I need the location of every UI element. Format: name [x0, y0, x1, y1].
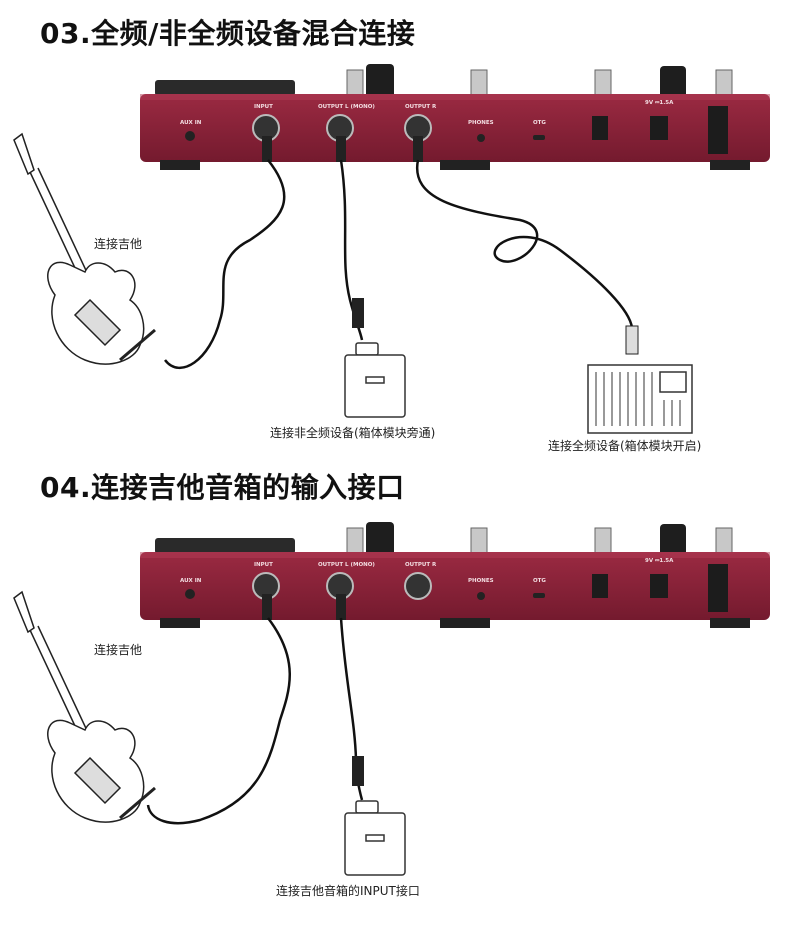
cables-section-1	[164, 136, 639, 370]
caption-amp-2: 连接吉他音箱的INPUT接口	[276, 883, 420, 898]
label-phones-2: PHONES	[468, 578, 494, 584]
section-heading-1: 03.全频/非全频设备混合连接	[40, 17, 416, 50]
port-power	[650, 116, 668, 140]
label-output-l-2: OUTPUT L (MONO)	[318, 562, 375, 568]
label-power: 9V ⎓1.5A	[645, 100, 674, 106]
device-screen-housing	[155, 80, 295, 96]
device-body	[140, 94, 770, 162]
label-output-r: OUTPUT R	[405, 104, 437, 110]
label-input-2: INPUT	[254, 562, 273, 568]
cables-section-2	[146, 594, 364, 825]
caption-guitar-1: 连接吉他	[94, 236, 142, 251]
label-output-l: OUTPUT L (MONO)	[318, 104, 375, 110]
section-heading-2: 04.连接吉他音箱的输入接口	[40, 471, 405, 504]
label-aux-in-2: AUX IN	[180, 578, 202, 584]
multi-effects-device: AUX IN INPUT OUTPUT L (MONO) OUTPUT R PH…	[140, 64, 770, 170]
diagram-section-1: AUX IN INPUT OUTPUT L (MONO) OUTPUT R PH…	[13, 64, 770, 453]
label-input: INPUT	[254, 104, 273, 110]
caption-mixer-1: 连接全频设备(箱体模块开启)	[548, 438, 701, 453]
port-otg	[533, 135, 545, 140]
footswitch-knobs-2	[346, 522, 733, 559]
amplifier-icon	[344, 342, 406, 418]
cable-guitar-to-input-2	[146, 617, 291, 825]
footswitch-knobs	[346, 64, 733, 101]
bracket-right	[708, 106, 728, 154]
label-aux-in: AUX IN	[180, 120, 202, 126]
jack-aux-in	[185, 131, 195, 141]
guitar-illustration	[13, 132, 156, 365]
cable-output-l-to-amp	[339, 159, 364, 341]
caption-amp-1: 连接非全频设备(箱体模块旁通)	[270, 425, 435, 440]
label-power-2: 9V ⎓1.5A	[645, 558, 674, 564]
label-otg-2: OTG	[533, 578, 546, 584]
mixer-icon	[587, 364, 693, 434]
diagram-section-2: AUX IN INPUT OUTPUT L (MONO) OUTPUT R PH…	[13, 522, 770, 898]
multi-effects-device-2: AUX IN INPUT OUTPUT L (MONO) OUTPUT R PH…	[140, 522, 770, 628]
label-output-r-2: OUTPUT R	[405, 562, 437, 568]
label-phones: PHONES	[468, 120, 494, 126]
amplifier-icon-2	[344, 800, 406, 876]
power-switch	[592, 116, 608, 140]
cable-output-r-to-mixer	[415, 159, 634, 329]
label-otg: OTG	[533, 120, 546, 126]
jack-phones	[477, 134, 485, 142]
caption-guitar-2: 连接吉他	[94, 642, 142, 657]
guitar-illustration-2	[13, 590, 156, 823]
cable-guitar-to-input	[164, 159, 286, 370]
